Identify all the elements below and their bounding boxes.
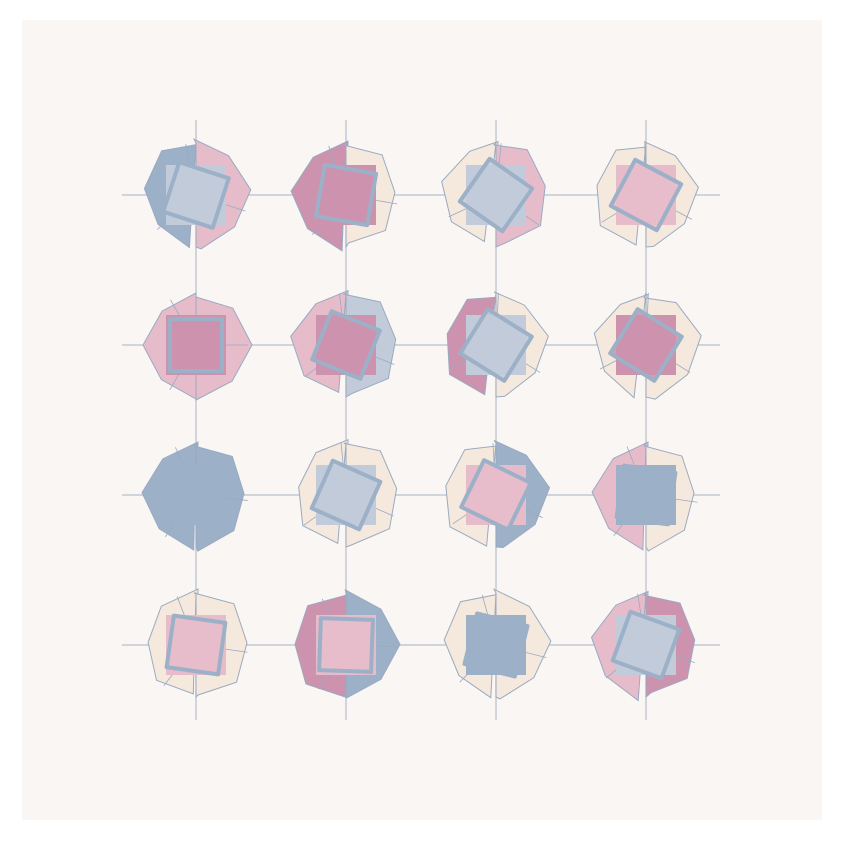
shape-cell [290, 289, 397, 398]
shape-cell [446, 291, 549, 398]
shape-cell [141, 441, 248, 552]
shape-cell [593, 292, 702, 400]
rotated-square [309, 458, 383, 532]
rotated-square [165, 464, 227, 526]
shape-cell [294, 589, 401, 699]
rotated-square [458, 307, 534, 383]
rotated-square [164, 613, 228, 677]
rotated-square [457, 156, 535, 234]
shape-cell [143, 138, 252, 250]
rotated-square [462, 611, 530, 679]
shape-cell [147, 588, 248, 699]
rotated-square [459, 458, 533, 532]
shape-cell [590, 590, 696, 702]
shape-cell [443, 588, 552, 700]
rotated-square [161, 160, 231, 230]
shape-cells [141, 138, 702, 702]
shape-cell [290, 140, 398, 252]
shape-cell [591, 441, 698, 552]
rotated-square [317, 616, 375, 674]
shape-cell [596, 141, 699, 248]
art-panel [22, 20, 822, 820]
rotated-square [168, 317, 224, 373]
rotated-square [310, 309, 382, 381]
shape-cell [441, 140, 546, 248]
rotated-square [608, 307, 684, 383]
rotated-square [608, 157, 684, 233]
shape-cell [298, 439, 398, 548]
rotated-square [610, 609, 682, 681]
rotated-square [614, 463, 678, 527]
rotated-square [313, 162, 379, 228]
shape-cell [142, 292, 253, 401]
shape-cell [445, 440, 551, 549]
